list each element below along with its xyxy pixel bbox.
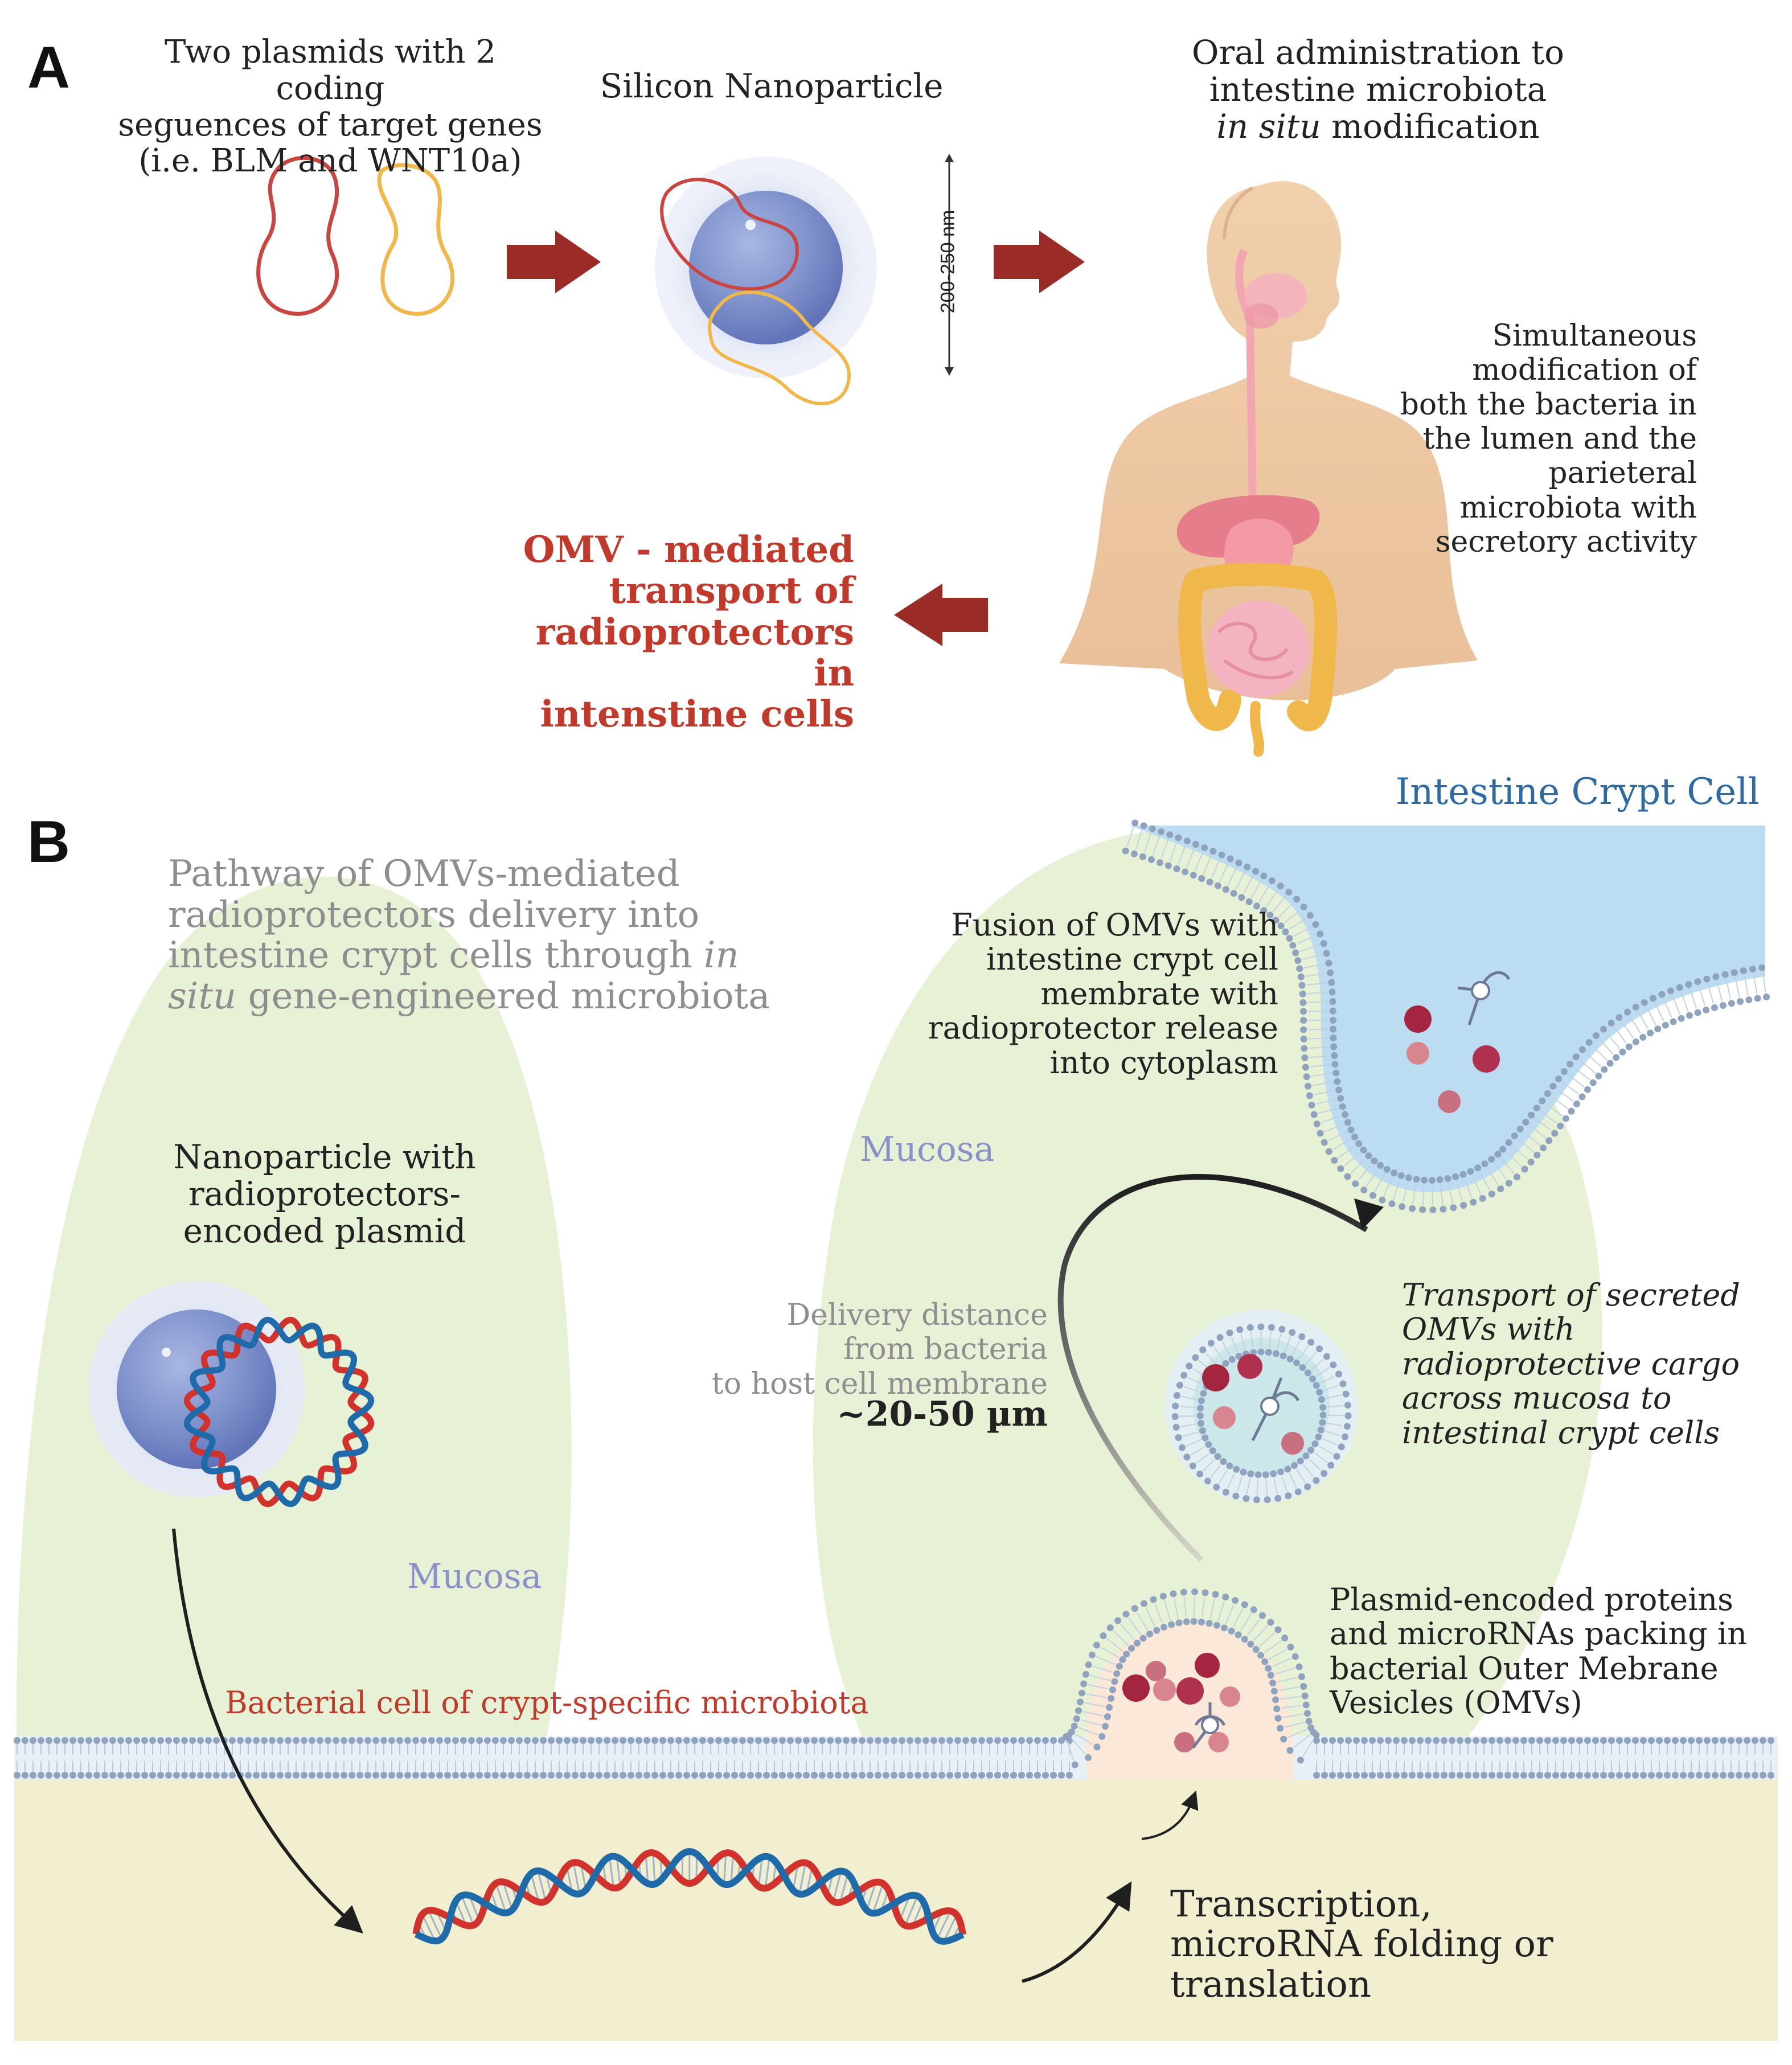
oral-line-1: Oral administration to [1191,33,1565,72]
size-bar-top-cap [945,154,954,162]
arrow-delivery-head [1354,1198,1384,1230]
arrow-dna-to-transcription [1022,1881,1132,1983]
pathway-title-in: in [704,934,739,977]
plasmid-dna-bottom [412,1848,966,1945]
oral-line-2: intestine microbiota [1209,69,1547,109]
plasmids-description: Two plasmids with 2 coding seguences of … [118,34,543,180]
omv-vesicle-membrane [1171,1323,1352,1504]
bacterial-membrane [14,1737,1774,1779]
delivery-distance-value: ~20-50 µm [836,1394,1048,1434]
silicon-nanoparticle [689,191,843,344]
plasmid-yellow-loop [377,163,455,316]
silicon-nanoparticle-label: Silicon Nanoparticle [600,67,944,105]
arrow-to-human [994,231,1085,293]
nanoparticle-dna-ring [183,1316,375,1508]
transport-omv-text: Transport of secreted OMVs with radiopro… [1402,1277,1740,1451]
panel-b-letter: B [27,809,71,875]
human-figure [1059,181,1478,757]
packing-text: Plasmid-encoded proteins and microRNAs p… [1330,1582,1748,1721]
pathway-title-part2: gene-engineered microbiota [236,975,770,1018]
arrow-nanoparticle-to-dna [172,1528,363,1934]
budding-omv-cargo [1122,1653,1240,1752]
mucosa-label-left: Mucosa [407,1557,542,1596]
crypt-cell-label: Intestine Crypt Cell [1395,771,1760,813]
mucosa-label-right: Mucosa [860,1130,995,1169]
nanoparticle-b-highlight [162,1348,171,1357]
crypt-cell-body [1130,826,1765,1192]
size-scale-label: 200-250 nm [937,210,959,314]
arrow-to-nanoparticle [507,231,601,293]
np-plasmid-red [660,178,799,291]
nanoparticle-plasmid-text: Nanoparticle with radioprotectors- encod… [173,1138,476,1250]
fusion-text: Fusion of OMVs with intestine crypt cell… [928,907,1278,1081]
pathway-title-situ: situ [168,975,237,1018]
pathway-title: Pathway of OMVs-mediated radioprotectors… [168,853,794,1018]
delivery-distance-text: Delivery distance from bacteria to host … [711,1298,1048,1401]
crypt-cell-membrane [1122,819,1770,1213]
crypt-cell-cargo [1404,971,1511,1113]
pathway-title-part1: Pathway of OMVs-mediated radioprotectors… [168,853,700,977]
omv-vesicle-cargo [1202,1354,1304,1455]
omv-transport-text: OMV - mediated transport of radioprotect… [523,528,854,736]
np-plasmid-yellow [708,290,851,405]
oral-modification: modification [1321,106,1540,146]
panel-a-letter: A [27,35,71,101]
arrow-small-into-bud [1141,1791,1199,1840]
plasmid-red-loop [256,156,339,316]
bacterial-cell-label: Bacterial cell of crypt-specific microbi… [225,1685,869,1721]
budding-omv-membrane [1063,1588,1320,1768]
arrow-delivery-wavy [1057,1174,1368,1562]
transcription-text: Transcription, microRNA folding or trans… [1170,1883,1553,2006]
nanoparticle-highlight [745,220,756,230]
oral-line-3: in situ modification [1179,108,1577,145]
simultaneous-modification-text: Simultaneous modification of both the ba… [1400,319,1697,559]
arrow-to-omv-text [894,584,988,646]
oral-administration-text: Oral administration to intestine microbi… [1179,34,1577,145]
oral-in-situ: in situ [1216,106,1321,146]
size-bar-bottom-cap [945,367,954,376]
